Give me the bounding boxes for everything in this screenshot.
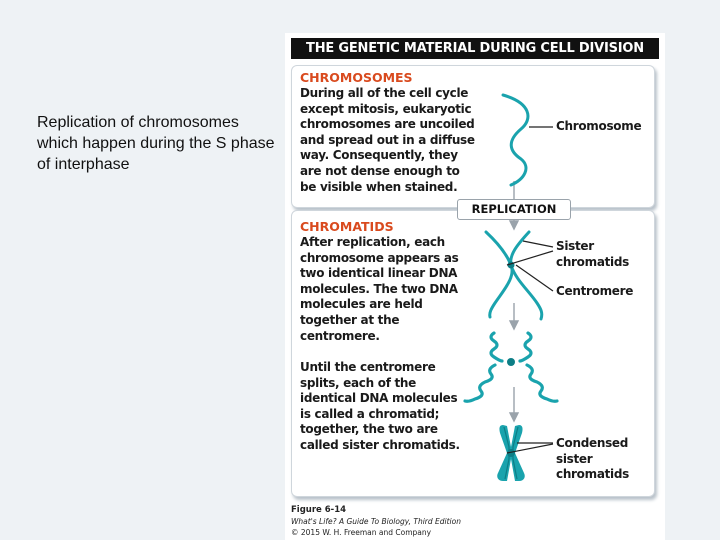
chromatids-panel: CHROMATIDS After replication, each chrom…: [291, 210, 655, 497]
sister-chromatids: [484, 230, 544, 321]
sister-chromatids-description: Until the centromere splits, each of the…: [300, 360, 490, 454]
book-title: What's Life? A Guide To Biology, Third E…: [291, 517, 461, 526]
text-line: together, the two are: [300, 422, 438, 437]
text-line: be visible when stained.: [300, 179, 458, 194]
text-line: After replication, each: [300, 235, 445, 249]
replication-label: REPLICATION: [457, 199, 571, 220]
text-line: two identical linear DNA: [300, 266, 458, 281]
text-line: way. Consequently, they: [300, 148, 458, 163]
text-line: and spread out in a diffuse: [300, 132, 475, 147]
chromosomes-description: During all of the cell cycle except mito…: [300, 86, 490, 195]
text-line: molecules. The two DNA: [300, 281, 458, 296]
chromosomes-heading: CHROMOSOMES: [300, 70, 413, 85]
chromatids-heading: CHROMATIDS: [300, 219, 394, 234]
text-line: molecules are held: [300, 297, 423, 312]
chromosome-label: Chromosome: [556, 119, 642, 133]
text-line: During all of the cell cycle: [300, 86, 469, 100]
slide-caption: Replication of chromosomes which happen …: [37, 114, 275, 173]
text-line: chromosome appears as: [300, 250, 459, 265]
figure-panel: THE GENETIC MATERIAL DURING CELL DIVISIO…: [285, 33, 665, 540]
text-line: are not dense enough to: [300, 163, 460, 178]
sister-chromatids-label: Sister chromatids: [556, 239, 629, 270]
figure-credit: Figure 6-14 What's Life? A Guide To Biol…: [291, 504, 591, 538]
label-line: chromatids: [556, 467, 630, 482]
text-line: is called a chromatid;: [300, 406, 440, 421]
condensed-chromatids-label: Condensed sister chromatids: [556, 436, 629, 483]
chromatids-description: After replication, each chromosome appea…: [300, 235, 490, 344]
leader-lines: [506, 126, 554, 454]
figure-number: Figure 6-14: [291, 505, 347, 515]
coiled-centromere-dot: [507, 358, 515, 366]
text-line: called sister chromatids.: [300, 437, 460, 452]
text-line: Until the centromere: [300, 360, 436, 374]
uncoiled-chromosome: [501, 93, 530, 187]
text-line: identical DNA molecules: [300, 391, 458, 406]
text-line: centromere.: [300, 328, 380, 343]
text-line: splits, each of the: [300, 375, 417, 390]
cell-division-illustration: [463, 93, 559, 481]
centromere-label: Centromere: [556, 284, 634, 298]
chromosomes-panel: CHROMOSOMES During all of the cell cycle…: [291, 65, 655, 208]
copyright: © 2015 W. H. Freeman and Company: [291, 528, 432, 537]
text-line: except mitosis, eukaryotic: [300, 101, 472, 116]
label-line: Condensed: [556, 436, 629, 450]
label-line: chromatids: [556, 254, 630, 269]
figure-title: THE GENETIC MATERIAL DURING CELL DIVISIO…: [291, 38, 659, 59]
label-line: sister: [556, 451, 593, 466]
text-line: chromosomes are uncoiled: [300, 117, 475, 132]
condensed-chromatids: [497, 425, 525, 481]
text-line: together at the: [300, 312, 400, 327]
coiling-chromatids: [463, 331, 559, 403]
label-line: Sister: [556, 239, 594, 253]
